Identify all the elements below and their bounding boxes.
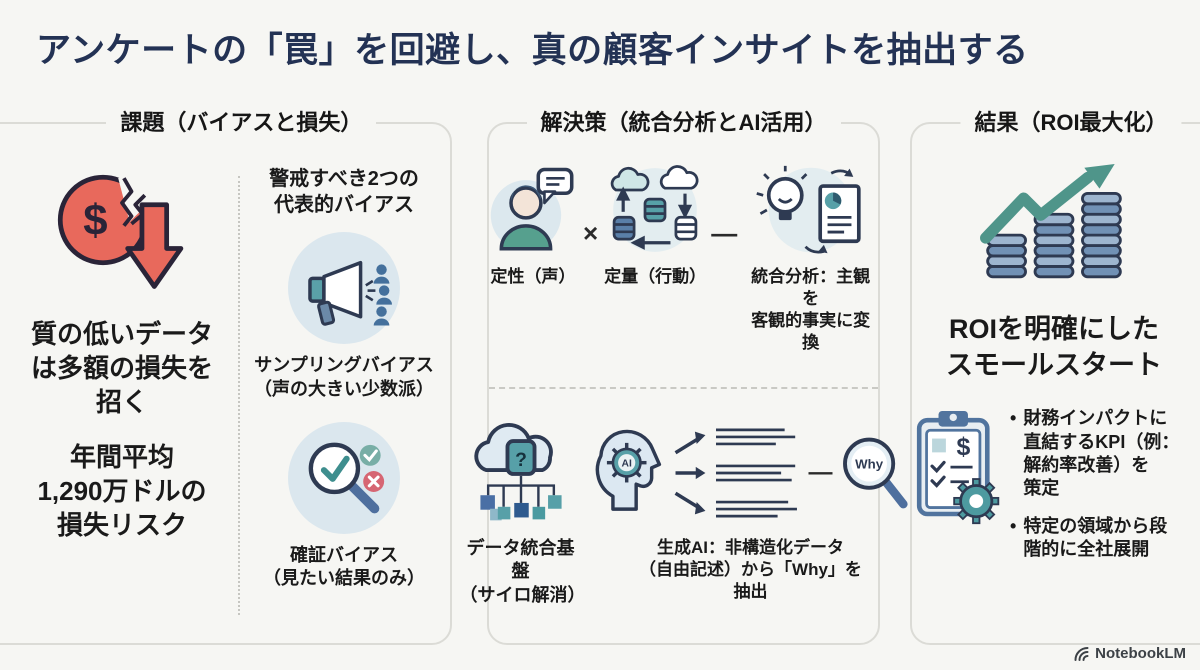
bias-label-sampling: サンプリングバイアス （声の大きい少数派） bbox=[254, 355, 434, 399]
panel-problem: 課題（バイアスと損失） $ 質の低いデータ は多額の損失を 招く 年間平均 1,… bbox=[0, 105, 452, 645]
qualitative-item: 定性（声） bbox=[489, 162, 577, 288]
growth-chart-icon bbox=[980, 164, 1122, 279]
question-glyph: ? bbox=[515, 450, 527, 471]
problem-bias-block: 警戒すべき2つの 代表的バイアス サンプリングバイアス （声の大きい bbox=[238, 124, 450, 643]
bullet-dot: • bbox=[1010, 408, 1017, 429]
panel-result: 結果（ROI最大化） bbox=[910, 105, 1200, 645]
solution-row-integration: 定性（声） × bbox=[489, 124, 878, 389]
arrows-text-lines-icon bbox=[674, 428, 797, 518]
data-platform-item: ? bbox=[459, 415, 586, 607]
problem-stat: 年間平均 1,290万ドルの 損失リスク bbox=[37, 442, 207, 540]
dollar-glyph: $ bbox=[83, 196, 107, 245]
bullet-dot: • bbox=[1010, 515, 1017, 536]
dash-operator-2: — bbox=[808, 459, 833, 486]
dollar-glyph-2: $ bbox=[956, 434, 970, 461]
integration-label: 統合分析：主観を 客観的事実に変換 bbox=[751, 267, 871, 353]
brand-label: NotebookLM bbox=[1095, 645, 1186, 662]
data-sync-icon bbox=[610, 165, 699, 252]
result-bullet-kpi: • 財務インパクトに 直結するKPI（例： 解約率改善）を 策定 bbox=[1010, 407, 1198, 501]
dollar-loss-icon: $ bbox=[57, 174, 184, 289]
result-details: $ bbox=[910, 407, 1198, 561]
person-voice-icon bbox=[490, 167, 574, 251]
panel-result-header: 結果（ROI最大化） bbox=[960, 105, 1182, 137]
cloud-database-icon: ? bbox=[473, 422, 562, 521]
problem-impact-block: $ 質の低いデータ は多額の損失を 招く 年間平均 1,290万ドルの 損失リス… bbox=[0, 124, 238, 643]
bias-label-confirmation: 確証バイアス （見たい結果のみ） bbox=[263, 544, 425, 589]
ai-glyph: AI bbox=[621, 459, 631, 470]
magnifier-circle bbox=[288, 421, 400, 534]
integration-item: 統合分析：主観を 客観的事実に変換 bbox=[743, 162, 878, 354]
bias-heading: 警戒すべき2つの 代表的バイアス bbox=[269, 168, 419, 216]
megaphone-circle bbox=[288, 232, 400, 344]
result-bullet-rollout: • 特定の領域から段 階的に全社展開 bbox=[1010, 515, 1198, 562]
why-glyph: Why bbox=[855, 456, 884, 471]
quantitative-item: 定量（行動） bbox=[604, 162, 707, 288]
qualitative-label: 定性（声） bbox=[490, 267, 576, 286]
why-magnifier-icon: Why bbox=[842, 437, 908, 509]
panel-solution: 解決策（統合分析とAI活用） 定性（声） bbox=[460, 105, 908, 645]
solution-row-ai: ? bbox=[460, 389, 908, 643]
data-platform-label: データ統合基盤 （サイロ解消） bbox=[459, 538, 586, 605]
page-title: アンケートの「罠」を回避し、真の顧客インサイトを抽出する bbox=[36, 31, 1029, 70]
problem-heading: 質の低いデータ は多額の損失を 招く bbox=[30, 319, 213, 417]
multiply-operator: × bbox=[583, 218, 599, 248]
panel-problem-header: 課題（バイアスと損失） bbox=[106, 105, 377, 137]
dash-operator: — bbox=[711, 218, 738, 248]
gen-ai-label: 生成AI：非構造化データ （自由記述）から「Why」を 抽出 bbox=[639, 538, 862, 602]
kpi-clipboard-icon: $ bbox=[916, 411, 1000, 525]
dotted-divider bbox=[238, 176, 240, 615]
quantitative-label: 定量（行動） bbox=[604, 267, 707, 286]
insight-report-icon bbox=[756, 165, 861, 254]
magnifier-check-icon bbox=[308, 442, 385, 513]
result-heading: ROIを明確にした スモールスタート bbox=[946, 314, 1162, 380]
gen-ai-item: AI bbox=[594, 415, 908, 603]
megaphone-people-icon bbox=[308, 260, 392, 326]
brand-footer: NotebookLM bbox=[1073, 645, 1186, 662]
ai-head-icon: AI bbox=[595, 429, 661, 511]
panel-solution-header: 解決策（統合分析とAI活用） bbox=[526, 105, 841, 137]
notebooklm-logo-icon bbox=[1074, 646, 1089, 661]
